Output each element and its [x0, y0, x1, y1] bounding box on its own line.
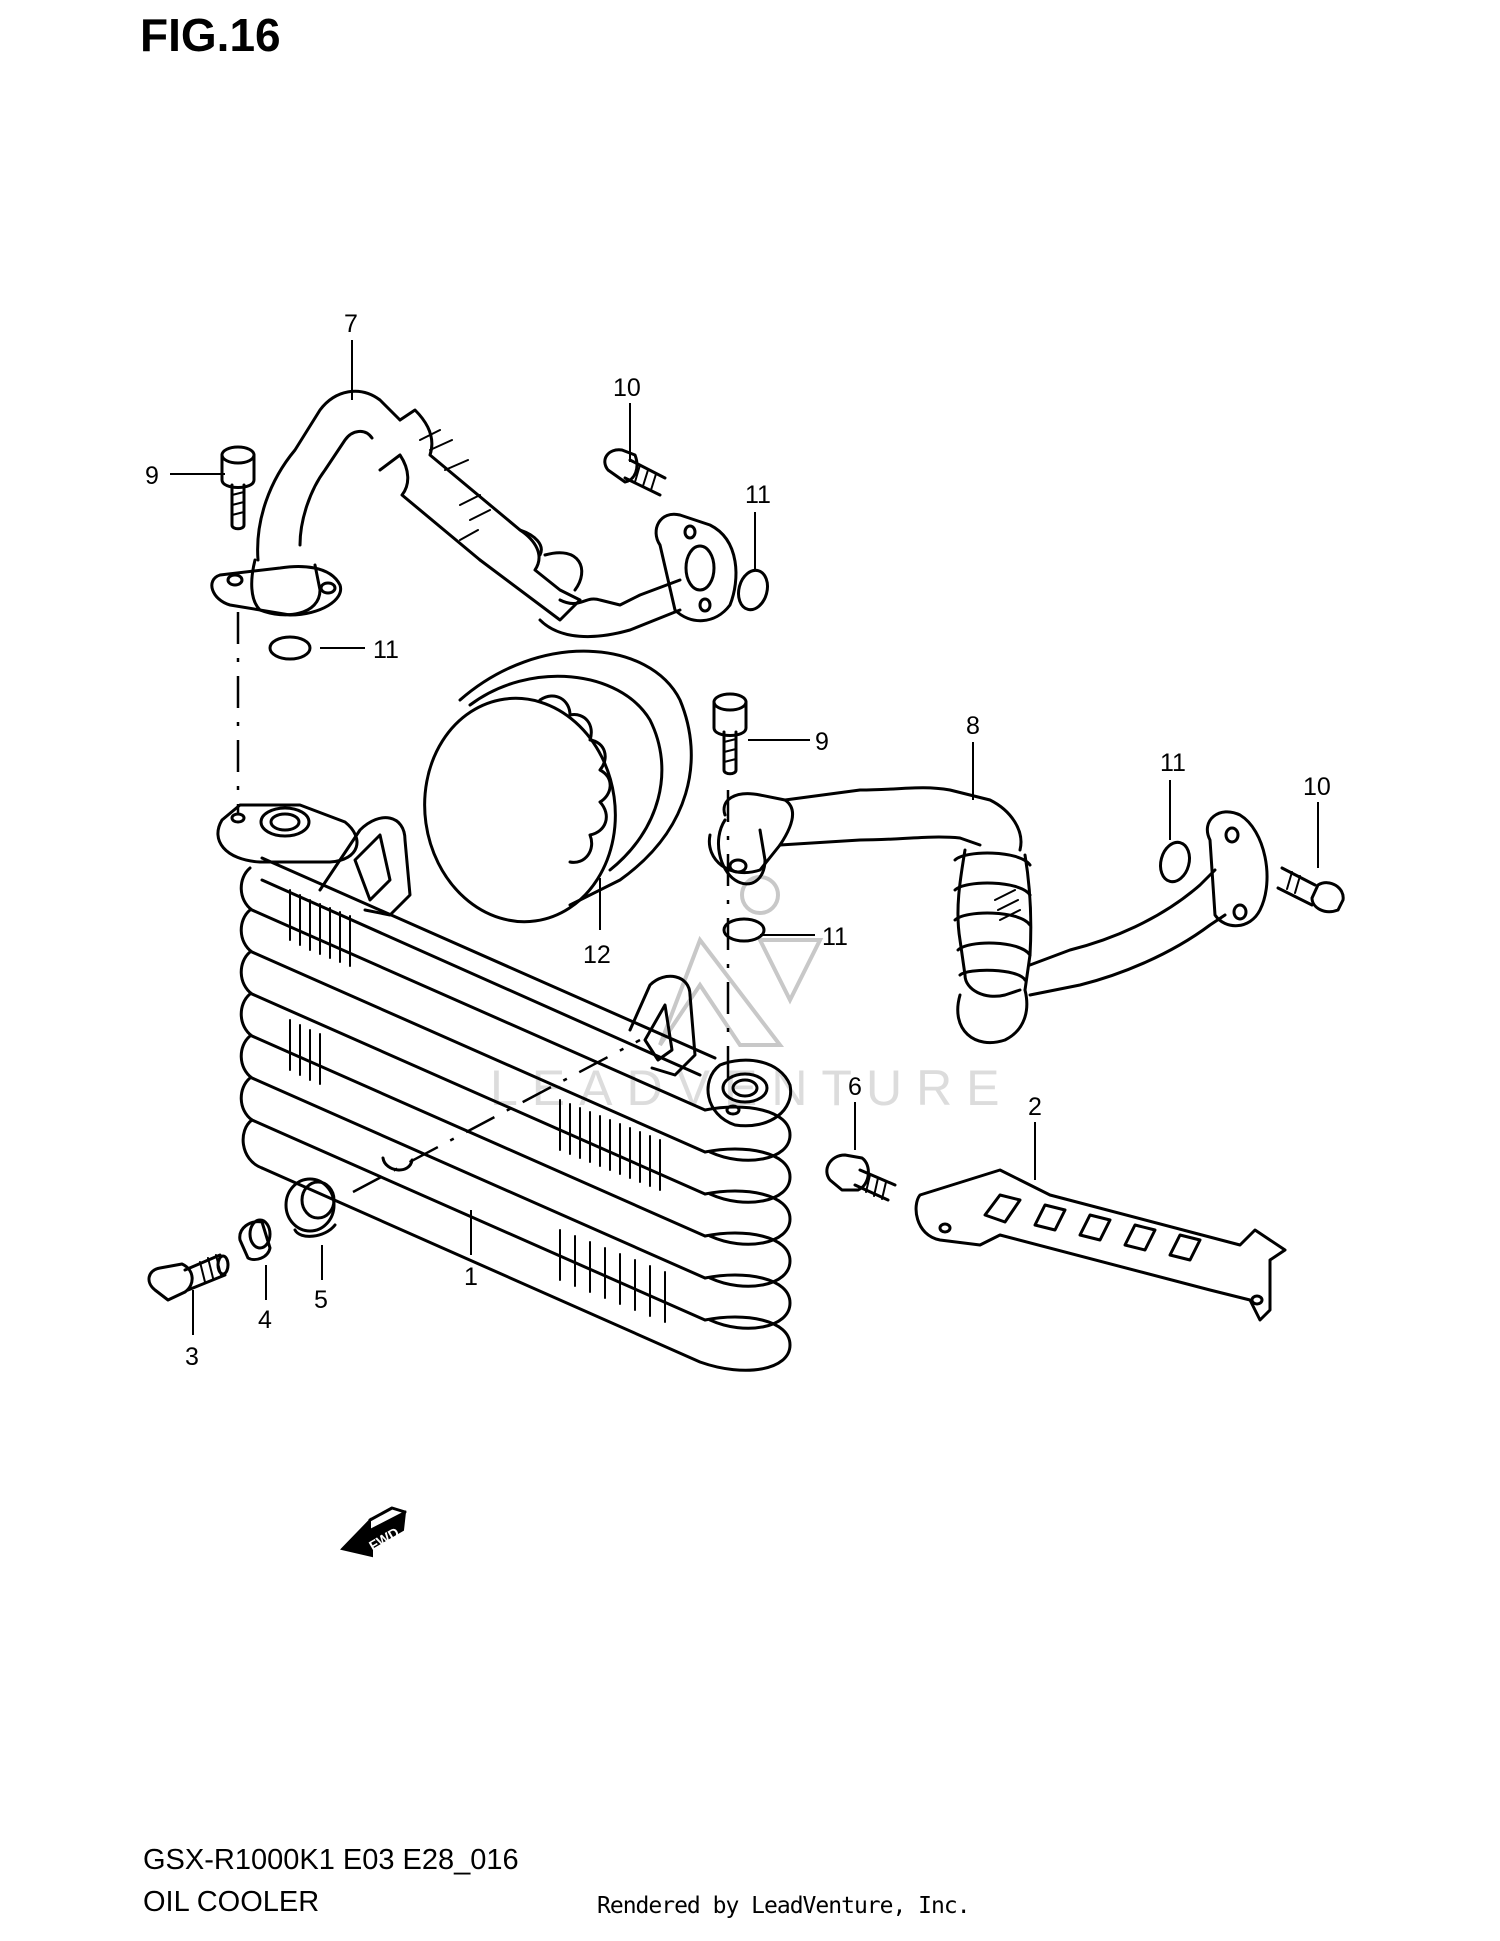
section-name: OIL COOLER: [143, 1886, 320, 1918]
callout-labels: 7 9 10 11 11 9 8 11 10 11 12 2 6 1 3 4 5: [145, 310, 1331, 1371]
callout-10-lower: 10: [1303, 773, 1331, 801]
bolt-3: [147, 1253, 230, 1302]
bolt-9-lower: [712, 692, 748, 776]
o-ring-11-upper-right: [737, 568, 769, 612]
callout-11-lower-middle: 11: [822, 923, 848, 951]
leader-lines: [170, 340, 1319, 1335]
callout-5: 5: [314, 1286, 328, 1314]
forward-direction-arrow: FWD: [340, 1506, 407, 1558]
o-ring-11-lower-right: [1159, 840, 1191, 884]
callout-1: 1: [464, 1263, 478, 1291]
bolt-9-upper: [220, 445, 256, 531]
callout-9-upper: 9: [145, 462, 159, 490]
oil-cooler-core: [216, 803, 793, 1372]
o-ring-11-lower-middle: [722, 917, 766, 943]
assembly-lines: [236, 612, 730, 1194]
bolt-10-upper: [603, 448, 667, 497]
lower-oil-hose: [707, 786, 1269, 1045]
callout-11-upper-left: 11: [373, 636, 399, 664]
bolt-6: [825, 1153, 897, 1202]
collar-4: [238, 1218, 272, 1262]
callout-7: 7: [344, 310, 358, 338]
callout-8: 8: [966, 712, 980, 740]
bolt-10-lower: [1276, 866, 1345, 914]
o-ring-11-upper-left: [268, 635, 312, 661]
model-code: GSX-R1000K1 E03 E28_016: [143, 1844, 519, 1876]
callout-11-lower-right: 11: [1160, 749, 1186, 777]
oil-filter: [423, 649, 693, 924]
grommet-5: [284, 1177, 337, 1238]
callout-3: 3: [185, 1343, 199, 1371]
callout-12: 12: [583, 941, 611, 969]
callout-11-upper-right: 11: [745, 481, 771, 509]
callout-9-lower: 9: [815, 728, 829, 756]
callout-2: 2: [1028, 1093, 1042, 1121]
render-credit: Rendered by LeadVenture, Inc.: [597, 1893, 971, 1919]
figure-title: FIG.16: [140, 9, 281, 61]
callout-6: 6: [848, 1073, 862, 1101]
mounting-bracket: [914, 1168, 1287, 1322]
upper-oil-hose: [210, 389, 738, 639]
callout-4: 4: [258, 1306, 272, 1334]
callout-10-upper: 10: [613, 374, 641, 402]
